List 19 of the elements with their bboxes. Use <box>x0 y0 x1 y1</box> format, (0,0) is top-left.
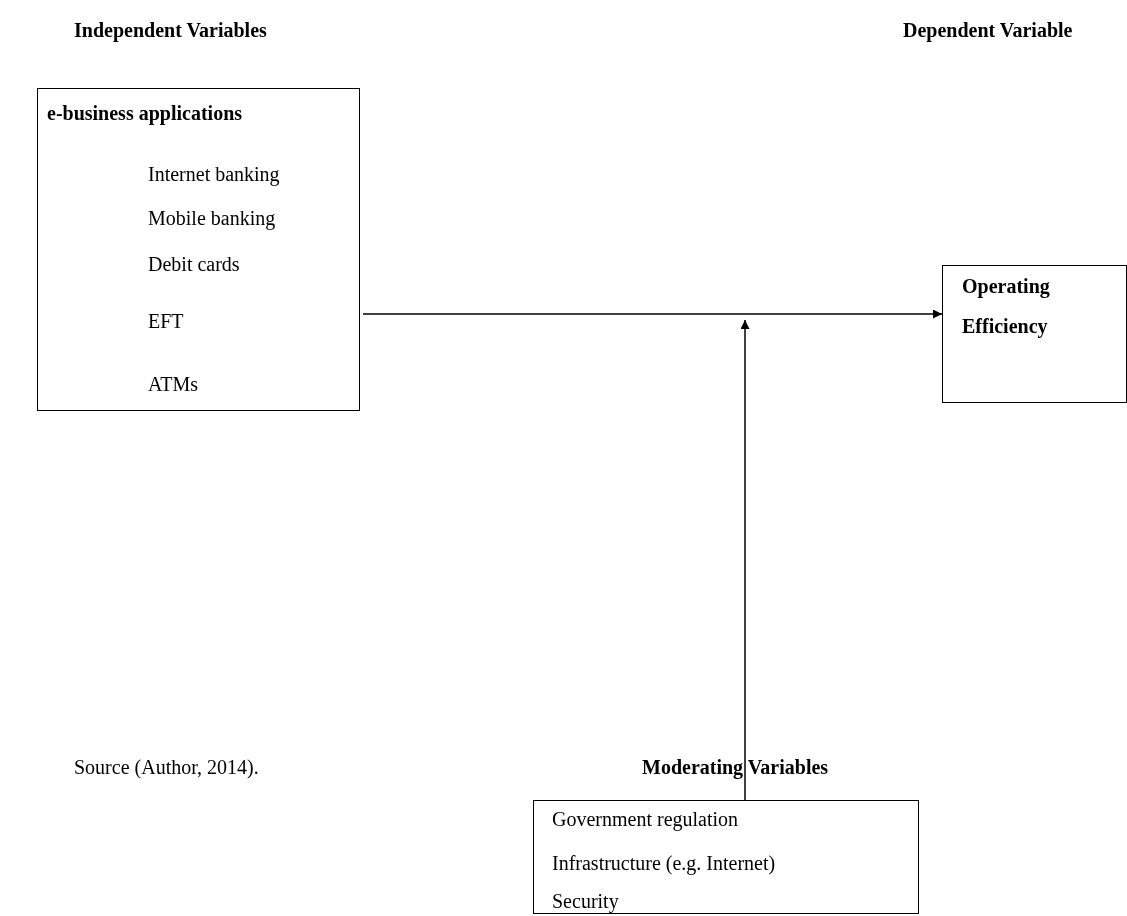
variable-box <box>37 88 360 411</box>
column-heading: Dependent Variable <box>903 18 1073 42</box>
box-heading: Operating Efficiency <box>962 274 1051 340</box>
list-item: Mobile banking <box>148 206 276 230</box>
list-item: Infrastructure (e.g. Internet) <box>552 851 776 875</box>
box-heading: e-business applications <box>47 101 243 125</box>
group-heading: Moderating Variables <box>642 755 829 779</box>
variable-box <box>942 265 1127 403</box>
list-item: ATMs <box>148 372 198 396</box>
arrow <box>740 319 750 801</box>
list-item: EFT <box>148 309 184 333</box>
arrow <box>362 309 943 319</box>
variable-box <box>533 800 919 914</box>
list-item: Security <box>552 889 619 913</box>
list-item: Debit cards <box>148 252 240 276</box>
column-heading: Independent Variables <box>74 18 267 42</box>
source-note: Source (Author, 2014). <box>74 755 259 779</box>
list-item: Government regulation <box>552 807 739 831</box>
list-item: Internet banking <box>148 162 280 186</box>
